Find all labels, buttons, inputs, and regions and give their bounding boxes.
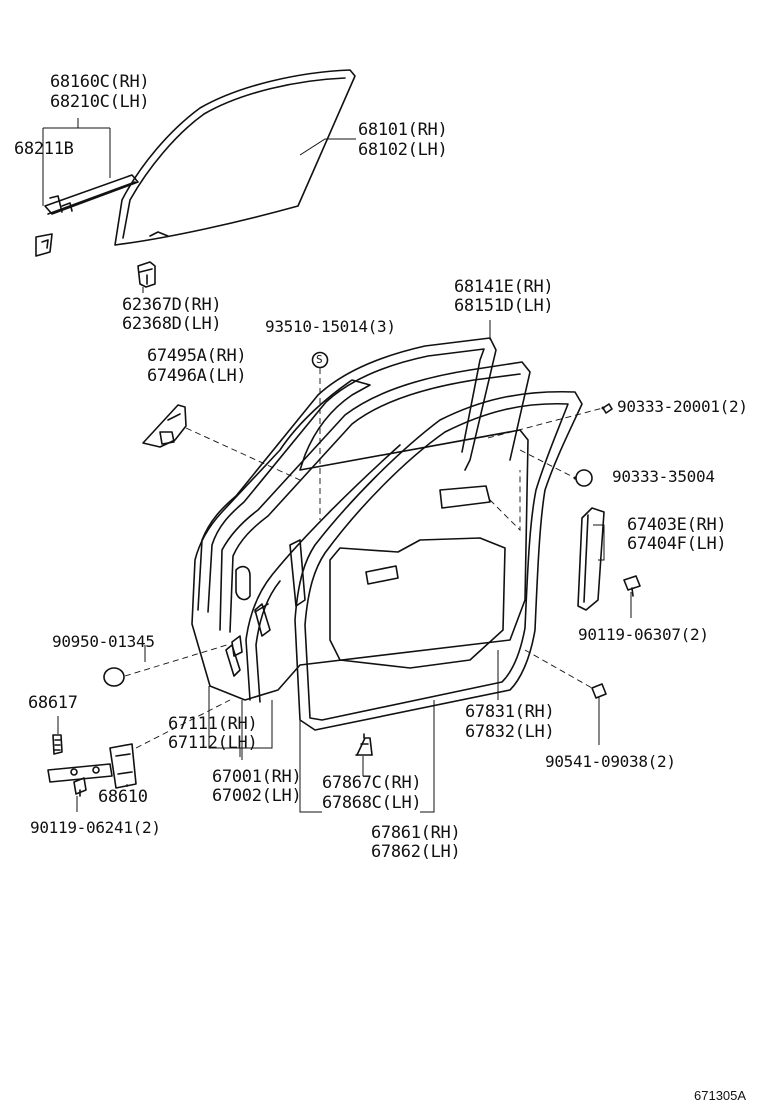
label-68141e-rh: 68141E(RH) [454,277,554,297]
label-67831-rh: 67831(RH) [465,702,555,722]
label-68610: 68610 [98,787,148,807]
diagram-code: 671305A [694,1088,747,1103]
weatherstrip-clip [35,233,53,257]
leader-lines [42,118,632,813]
label-90950-01345: 90950-01345 [52,632,155,651]
leader-dots [573,406,605,480]
door-glass [114,69,356,246]
label-68101-rh: 68101(RH) [358,120,448,140]
label-90119-06241: 90119-06241(2) [30,818,161,837]
outer-weatherstrip [44,174,139,215]
label-68617: 68617 [28,693,78,713]
label-62368d-lh: 62368D(LH) [122,314,222,334]
door-hinge [231,603,269,657]
label-62367d-rh: 62367D(RH) [122,295,222,315]
label-67111-rh: 67111(RH) [168,714,258,734]
label-90541-09038: 90541-09038(2) [545,752,676,771]
label-67496a-lh: 67496A(LH) [147,366,247,386]
screw-93510-marker [311,351,329,369]
label-67112-lh: 67112(LH) [168,733,258,753]
label-67495a-rh: 67495A(RH) [147,346,247,366]
bolt-90119-06307 [623,575,641,597]
label-68210c-lh: 68210C(LH) [50,92,150,112]
label-67868c-lh: 67868C(LH) [322,793,422,813]
label-68102-lh: 68102(LH) [358,140,448,160]
hole-plug-90950 [103,667,125,687]
door-check [47,743,137,789]
clip-90333-20001 [602,403,613,414]
label-67861-rh: 67861(RH) [371,823,461,843]
glass-channel-clip [137,261,156,288]
mirror-garnish [142,404,187,448]
label-68160c-rh: 68160C(RH) [50,72,150,92]
inner-weatherstrip [245,390,583,731]
label-68211b: 68211B [14,139,74,159]
label-93510-15014: 93510-15014(3) [265,317,396,336]
label-67832-lh: 67832(LH) [465,722,555,742]
label-67404f-lh: 67404F(LH) [627,534,727,554]
door-weatherstrip [197,337,531,633]
plug-90333-35004 [575,469,593,487]
screw-marker-letter: S [316,353,323,366]
label-67001-rh: 67001(RH) [212,767,302,787]
dashed-leaders [124,368,604,749]
bolt-90119-06241 [73,777,87,797]
weatherstrip-clip-67867 [355,733,373,756]
label-90119-06307: 90119-06307(2) [578,625,709,644]
label-90333-20001: 90333-20001(2) [617,397,748,416]
label-67867c-rh: 67867C(RH) [322,773,422,793]
label-67862-lh: 67862(LH) [371,842,461,862]
rear-pillar-garnish [577,507,605,611]
label-67002-lh: 67002(LH) [212,786,302,806]
label-67403e-rh: 67403E(RH) [627,515,727,535]
screw-90541 [591,683,607,699]
label-68151d-lh: 68151D(LH) [454,296,554,316]
hinge-pin [52,734,63,755]
label-90333-35004: 90333-35004 [612,467,715,486]
